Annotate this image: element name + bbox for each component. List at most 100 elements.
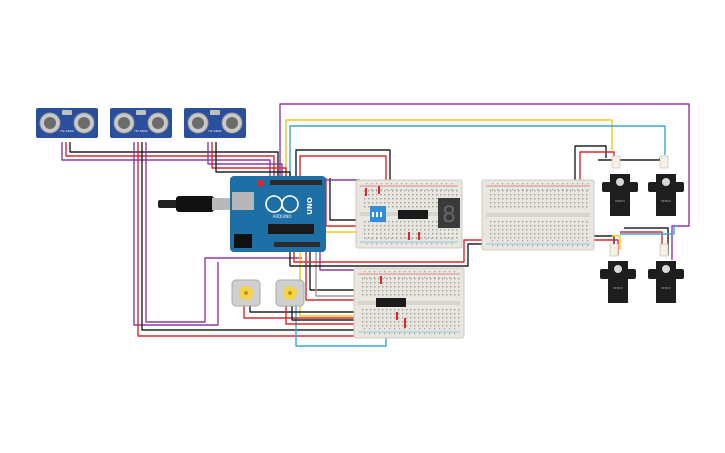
breadboard-rail-hole (451, 189, 453, 191)
breadboard-hole (408, 202, 410, 204)
breadboard-hole (374, 294, 376, 296)
breadboard-hole (442, 321, 444, 323)
breadboard-hole (406, 290, 408, 292)
breadboard-hole (546, 206, 548, 208)
breadboard-hole (526, 229, 528, 231)
breadboard-hole (542, 229, 544, 231)
breadboard-hole (506, 225, 508, 227)
breadboard-rail-hole (444, 328, 446, 330)
breadboard-hole (530, 237, 532, 239)
breadboard-hole (388, 202, 390, 204)
breadboard-hole (398, 294, 400, 296)
breadboard-hole (448, 237, 450, 239)
breadboard-hole (558, 198, 560, 200)
breadboard-hole (364, 221, 366, 223)
breadboard-hole (376, 194, 378, 196)
breadboard-hole (494, 233, 496, 235)
breadboard-hole (452, 194, 454, 196)
wire-motor2-red (285, 306, 376, 325)
breadboard-rail-hole (414, 277, 416, 279)
wire-sensor3-black (215, 142, 291, 178)
breadboard-hole (410, 278, 412, 280)
breadboard-rail-hole (409, 328, 411, 330)
breadboard-hole (514, 194, 516, 196)
breadboard-hole (514, 221, 516, 223)
breadboard-hole (402, 317, 404, 319)
breadboard-rail-hole (426, 183, 428, 185)
breadboard-hole (570, 237, 572, 239)
breadboard-hole (418, 278, 420, 280)
breadboard-hole (490, 229, 492, 231)
breadboard-hole (412, 194, 414, 196)
breadboard-hole (416, 237, 418, 239)
breadboard-hole (574, 202, 576, 204)
breadboard-hole (458, 294, 460, 296)
breadboard-hole (510, 190, 512, 192)
breadboard-hole (422, 282, 424, 284)
breadboard-hole (546, 237, 548, 239)
breadboard-rail-hole (426, 238, 428, 240)
breadboard-hole (378, 278, 380, 280)
breadboard-hole (490, 198, 492, 200)
breadboard-hole (398, 321, 400, 323)
breadboard-rail-hole (374, 277, 376, 279)
breadboard-rail-hole (429, 328, 431, 330)
breadboard-hole (526, 233, 528, 235)
breadboard-rail-hole (404, 328, 406, 330)
breadboard-hole (542, 225, 544, 227)
breadboard-hole (538, 194, 540, 196)
breadboard-hole (416, 206, 418, 208)
breadboard-hole (414, 313, 416, 315)
breadboard-rail-hole (572, 240, 574, 242)
breadboard-hole (574, 190, 576, 192)
breadboard-hole (434, 317, 436, 319)
breadboard-hole (370, 321, 372, 323)
breadboard-hole (390, 278, 392, 280)
breadboard-hole (408, 229, 410, 231)
breadboard-hole (446, 294, 448, 296)
breadboard-hole (362, 309, 364, 311)
breadboard-rail-hole (411, 189, 413, 191)
breadboard-rail-hole (434, 277, 436, 279)
breadboard-hole (400, 206, 402, 208)
breadboard-rail-hole (391, 238, 393, 240)
breadboard-rail-hole (572, 189, 574, 191)
breadboard-hole (366, 278, 368, 280)
breadboard-rail-hole (532, 240, 534, 242)
breadboard-rail-hole (547, 245, 549, 247)
sensor-label: HC-SR04 (134, 129, 147, 133)
breadboard-rail-hole (567, 240, 569, 242)
breadboard-rail-hole (587, 183, 589, 185)
breadboard-hole (416, 229, 418, 231)
breadboard-rail-hole (562, 240, 564, 242)
breadboard-hole (498, 198, 500, 200)
breadboard-hole (522, 225, 524, 227)
breadboard-hole (396, 198, 398, 200)
breadboard-hole (530, 198, 532, 200)
wire-yellow-bb2 (299, 250, 360, 317)
breadboard-hole (522, 237, 524, 239)
breadboard-hole (368, 202, 370, 204)
breadboard-hole (362, 325, 364, 327)
breadboard-hole (490, 233, 492, 235)
breadboard-hole (366, 286, 368, 288)
breadboard-hole (454, 290, 456, 292)
breadboard-hole (442, 278, 444, 280)
breadboard-rail-hole (446, 238, 448, 240)
wire-sensor2-red (137, 142, 360, 337)
breadboard-rail-hole (441, 189, 443, 191)
breadboard-rail-hole (527, 240, 529, 242)
breadboard-hole (562, 198, 564, 200)
breadboard-rail-hole (542, 189, 544, 191)
breadboard-hole (408, 221, 410, 223)
breadboard-rail-hole (522, 240, 524, 242)
breadboard-hole (550, 225, 552, 227)
breadboard-hole (370, 290, 372, 292)
breadboard-hole (582, 229, 584, 231)
breadboard-hole (368, 229, 370, 231)
breadboard-hole (502, 229, 504, 231)
breadboard-rail-hole (502, 245, 504, 247)
breadboard-hole (388, 194, 390, 196)
breadboard-rail-hole (439, 333, 441, 335)
breadboard-hole (426, 317, 428, 319)
